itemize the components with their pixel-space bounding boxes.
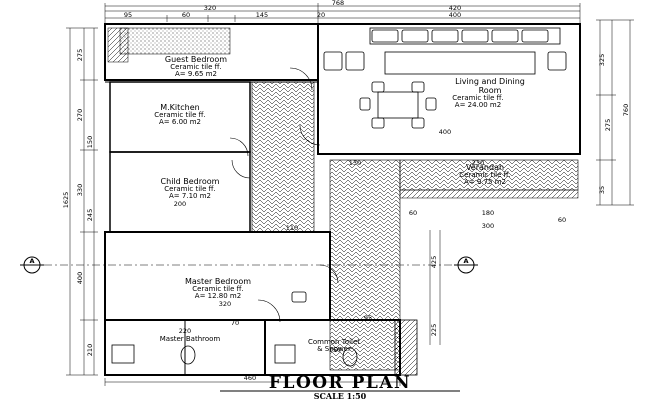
dim-guest-60: 60 (182, 11, 190, 19)
dim-left-330: 330 (76, 184, 84, 196)
living-room-name: Living and Dining (455, 77, 525, 86)
dim-master-70: 70 (231, 319, 239, 327)
section-mark-right: A (454, 256, 478, 274)
dim-living-400-bottom: 400 (439, 128, 451, 136)
dim-right-35: 35 (598, 186, 606, 194)
dim-child-200: 200 (174, 200, 186, 208)
common-toilet-name-line2: & Shower (317, 345, 351, 353)
dim-bottom-460: 460 (244, 374, 256, 382)
dim-left-275: 275 (76, 49, 84, 61)
guest-bedroom-name: Guest Bedroom (165, 55, 227, 64)
living-room-area: A= 24.00 m2 (455, 101, 501, 109)
dim-gap-20: 20 (317, 11, 325, 19)
left-dimension-lines (66, 27, 98, 376)
dim-overall-height: 1625 (62, 192, 70, 209)
guest-bedroom-area: A= 9.65 m2 (175, 70, 217, 78)
kitchen-name: M.Kitchen (160, 103, 200, 112)
dim-left-210: 210 (86, 344, 94, 356)
child-bedroom-name: Child Bedroom (161, 177, 220, 186)
dim-left-150: 150 (86, 136, 94, 148)
dim-master-220: 220 (179, 327, 191, 335)
dim-overall-width: 768 (332, 0, 344, 7)
dim-living-400: 400 (449, 11, 461, 19)
section-mark-left: A (20, 256, 44, 274)
verandah-name: Verandah (466, 163, 504, 172)
master-bedroom-area: A= 12.80 m2 (195, 292, 241, 300)
bath-fixtures (111, 291, 358, 367)
living-room-finish: Ceramic tile ff. (452, 94, 503, 102)
dim-right-225: 225 (430, 324, 438, 336)
corridor-floor (251, 81, 315, 233)
dim-right-760: 760 (622, 104, 630, 116)
dim-left-245: 245 (86, 209, 94, 221)
dim-verandah-230: 230 (472, 159, 484, 167)
dim-guest-145: 145 (256, 11, 268, 19)
kitchen-finish: Ceramic tile ff. (154, 111, 205, 119)
plan-title: FLOOR PLAN (269, 373, 411, 393)
dim-guest-95: 95 (124, 11, 132, 19)
dim-corridor-110: 110 (286, 224, 298, 232)
plan-scale: SCALE 1:50 (314, 391, 367, 400)
verandah-area: A= 9.75 m2 (464, 178, 506, 186)
top-dimension-lines (104, 3, 581, 24)
svg-text:A: A (29, 257, 34, 265)
child-bedroom-finish: Ceramic tile ff. (164, 185, 215, 193)
dim-master-320: 320 (219, 300, 231, 308)
dim-left-400: 400 (76, 272, 84, 284)
dim-left-wing: 320 (204, 4, 216, 12)
bottom-dimension-line (104, 378, 401, 386)
verandah-finish: Ceramic tile ff. (459, 171, 510, 179)
svg-text:A: A (463, 257, 468, 265)
child-bedroom-area: A= 7.10 m2 (169, 192, 211, 200)
exterior-column (394, 319, 418, 376)
dim-verandah-130: 130 (349, 159, 361, 167)
dim-right-425: 425 (430, 256, 438, 268)
dim-verandah-60b: 60 (558, 216, 566, 224)
living-room-name-line2: Room (479, 86, 502, 95)
dim-verandah-300: 300 (482, 222, 494, 230)
master-bedroom-finish: Ceramic tile ff. (192, 285, 243, 293)
dim-right-275: 275 (604, 119, 612, 131)
guest-bedroom-finish: Ceramic tile ff. (170, 63, 221, 71)
master-bedroom-name: Master Bedroom (185, 277, 251, 286)
dim-corridor-95: 95 (364, 314, 372, 322)
dim-verandah-60: 60 (409, 209, 417, 217)
dim-left-270: 270 (76, 109, 84, 121)
dim-right-wing: 420 (449, 4, 461, 12)
kitchen-area: A= 6.00 m2 (159, 118, 201, 126)
verandah-floor (399, 159, 579, 191)
sofa-set (323, 27, 567, 75)
guest-bed-block (119, 27, 231, 55)
common-toilet-name: Common Toilet (308, 338, 360, 346)
verandah-step (399, 189, 579, 199)
dim-verandah-180: 180 (482, 209, 494, 217)
master-bathroom-name: Master Bathroom (160, 335, 221, 343)
walls (104, 23, 581, 376)
dim-toilet-150: 150 (329, 346, 341, 354)
right-dimension-lines (429, 19, 634, 345)
dining-table (359, 81, 437, 129)
guest-closet (107, 27, 129, 63)
dim-right-325: 325 (598, 54, 606, 66)
